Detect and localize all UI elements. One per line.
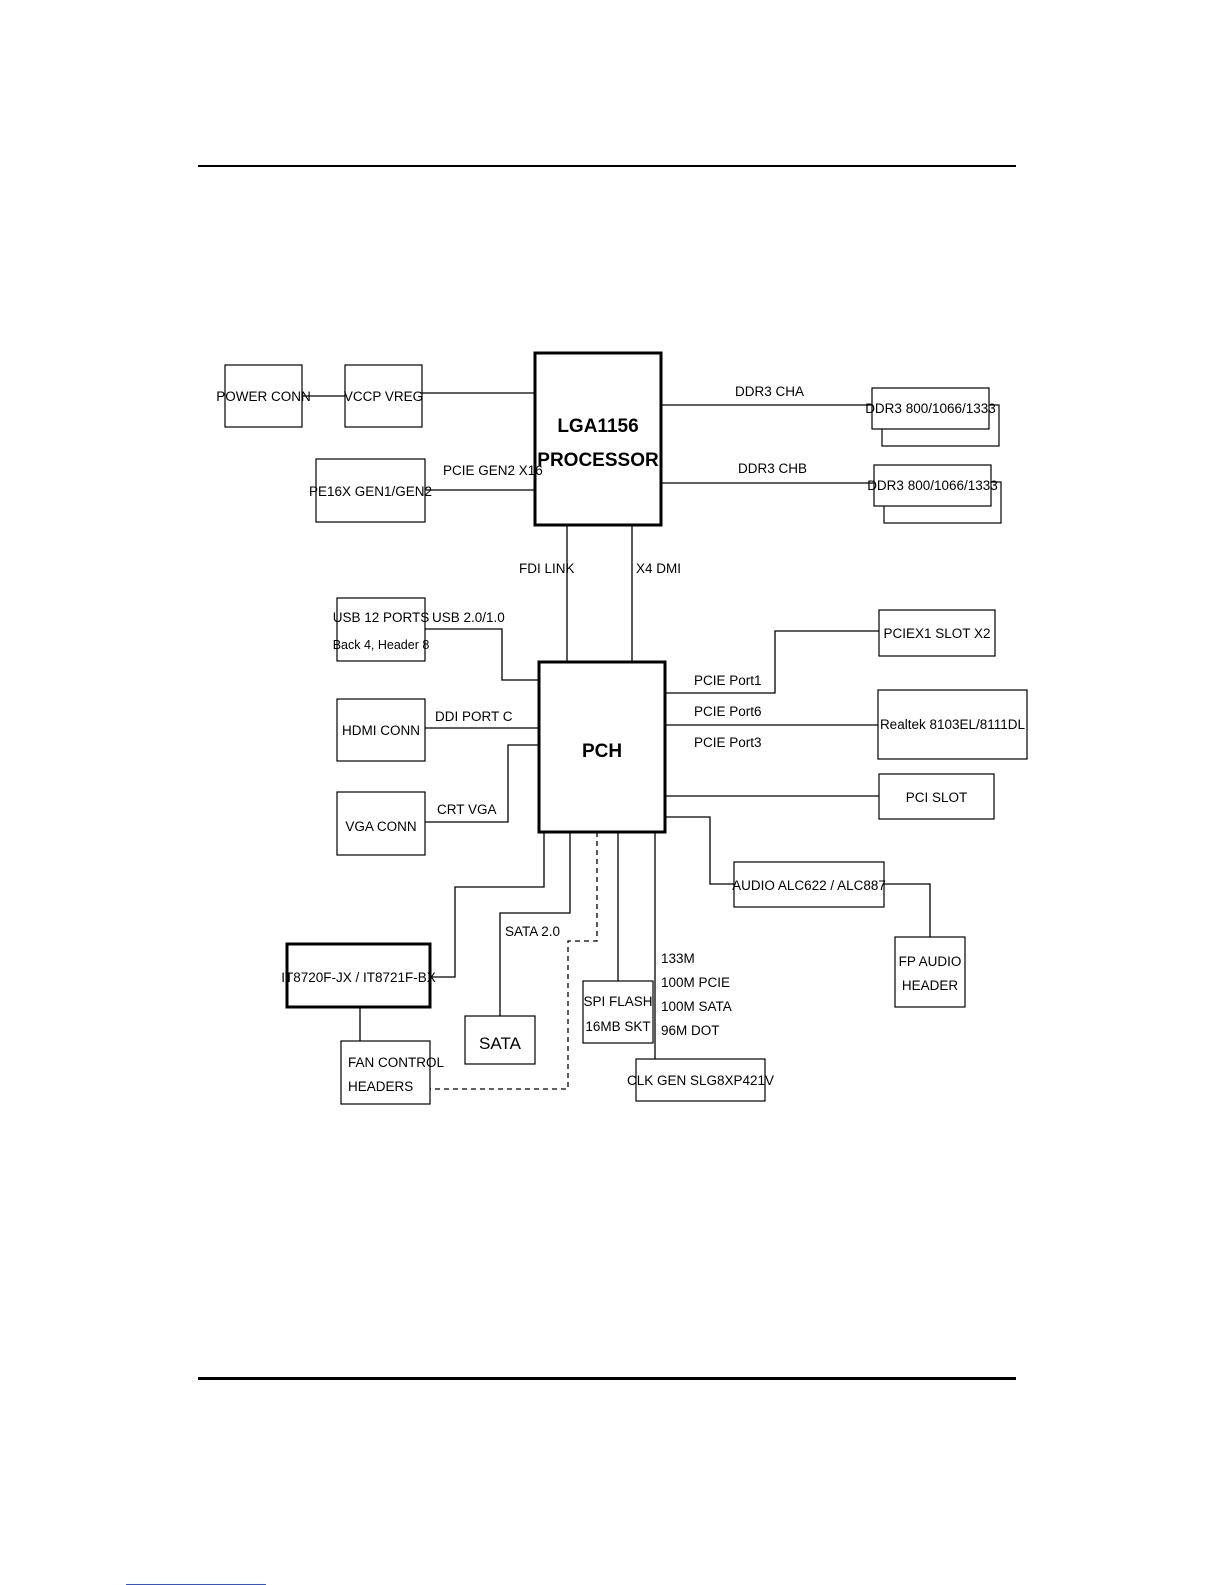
vccp-vreg-box [344, 364, 423, 428]
pe16x-box [315, 458, 426, 523]
link-sata-20: SATA 2.0 [505, 924, 560, 939]
vga-conn-label: VGA CONN [345, 819, 416, 834]
realtek-label: Realtek 8103EL/8111DL [880, 717, 1026, 732]
link-pcie-port1: PCIE Port1 [694, 673, 762, 688]
usb-label-line1: USB 12 PORTS [333, 610, 430, 625]
processor-label-line2: PROCESSOR [537, 450, 659, 471]
wires [302, 392, 931, 1090]
link-pcie-port3: PCIE Port3 [694, 735, 762, 750]
superio-box [285, 942, 432, 1009]
fan-control-label-line1: FAN CONTROL [348, 1055, 445, 1070]
pciex1-slot-label: PCIEX1 SLOT X2 [883, 626, 990, 641]
processor-box [533, 351, 663, 527]
spi-flash-box [582, 980, 654, 1044]
sata-label: SATA [479, 1034, 522, 1053]
power-conn-label: POWER CONN [216, 389, 311, 404]
pci-slot-label: PCI SLOT [906, 790, 968, 805]
link-x4-dmi: X4 DMI [636, 561, 681, 576]
link-clk-100m-sata: 100M SATA [661, 999, 732, 1014]
vccp-vreg-label: VCCP VREG [344, 389, 423, 404]
hdmi-conn-box [336, 698, 426, 762]
power-conn-box [224, 364, 303, 428]
pch-box [537, 660, 667, 834]
fp-audio-box [894, 936, 966, 1008]
ddr3-b-label: DDR3 800/1066/1333 [867, 478, 998, 493]
link-usb: USB 2.0/1.0 [432, 610, 505, 625]
ddr3-a-label: DDR3 800/1066/1333 [865, 401, 996, 416]
usb-label-line2: Back 4, Header 8 [333, 638, 430, 652]
realtek-box [877, 689, 1028, 760]
link-clk-96m-dot: 96M DOT [661, 1023, 720, 1038]
vga-conn-box [336, 791, 426, 856]
top-rule [198, 165, 1016, 167]
hdmi-conn-label: HDMI CONN [342, 723, 420, 738]
clkgen-label: CLK GEN SLG8XP421V [627, 1073, 774, 1088]
clkgen-box [635, 1058, 766, 1102]
link-crt-vga: CRT VGA [437, 802, 497, 817]
audio-label: AUDIO ALC622 / ALC887 [732, 878, 886, 893]
ddr3-b-box [873, 464, 992, 507]
link-fdi-link: FDI LINK [519, 561, 575, 576]
pciex1-slot-box [878, 609, 996, 657]
link-ddi-port-c: DDI PORT C [435, 709, 513, 724]
link-pcie-port6: PCIE Port6 [694, 704, 762, 719]
link-clk-100m-pcie: 100M PCIE [661, 975, 730, 990]
sata-box [464, 1015, 536, 1065]
pe16x-label: PE16X GEN1/GEN2 [309, 484, 432, 499]
fp-audio-label-line1: FP AUDIO [899, 954, 962, 969]
pci-slot-box [878, 773, 995, 820]
fan-control-label-line2: HEADERS [348, 1079, 413, 1094]
usb-box [336, 597, 426, 662]
link-ddr3-chb: DDR3 CHB [738, 461, 807, 476]
processor-label-line1: LGA1156 [557, 416, 638, 437]
ddr3-a-box [871, 387, 990, 430]
spi-flash-label-line1: SPI FLASH [583, 994, 652, 1009]
link-pcie-gen2-x16: PCIE GEN2 X16 [443, 463, 543, 478]
fp-audio-label-line2: HEADER [902, 978, 959, 993]
link-ddr3-cha: DDR3 CHA [735, 384, 804, 399]
fan-control-box [340, 1040, 431, 1105]
superio-label: IT8720F-JX / IT8721F-BX [281, 970, 436, 985]
pch-label: PCH [582, 741, 622, 762]
link-clk-133m: 133M [661, 951, 695, 966]
bottom-rule [198, 1377, 1016, 1380]
audio-box [733, 861, 885, 908]
spi-flash-label-line2: 16MB SKT [585, 1019, 650, 1034]
